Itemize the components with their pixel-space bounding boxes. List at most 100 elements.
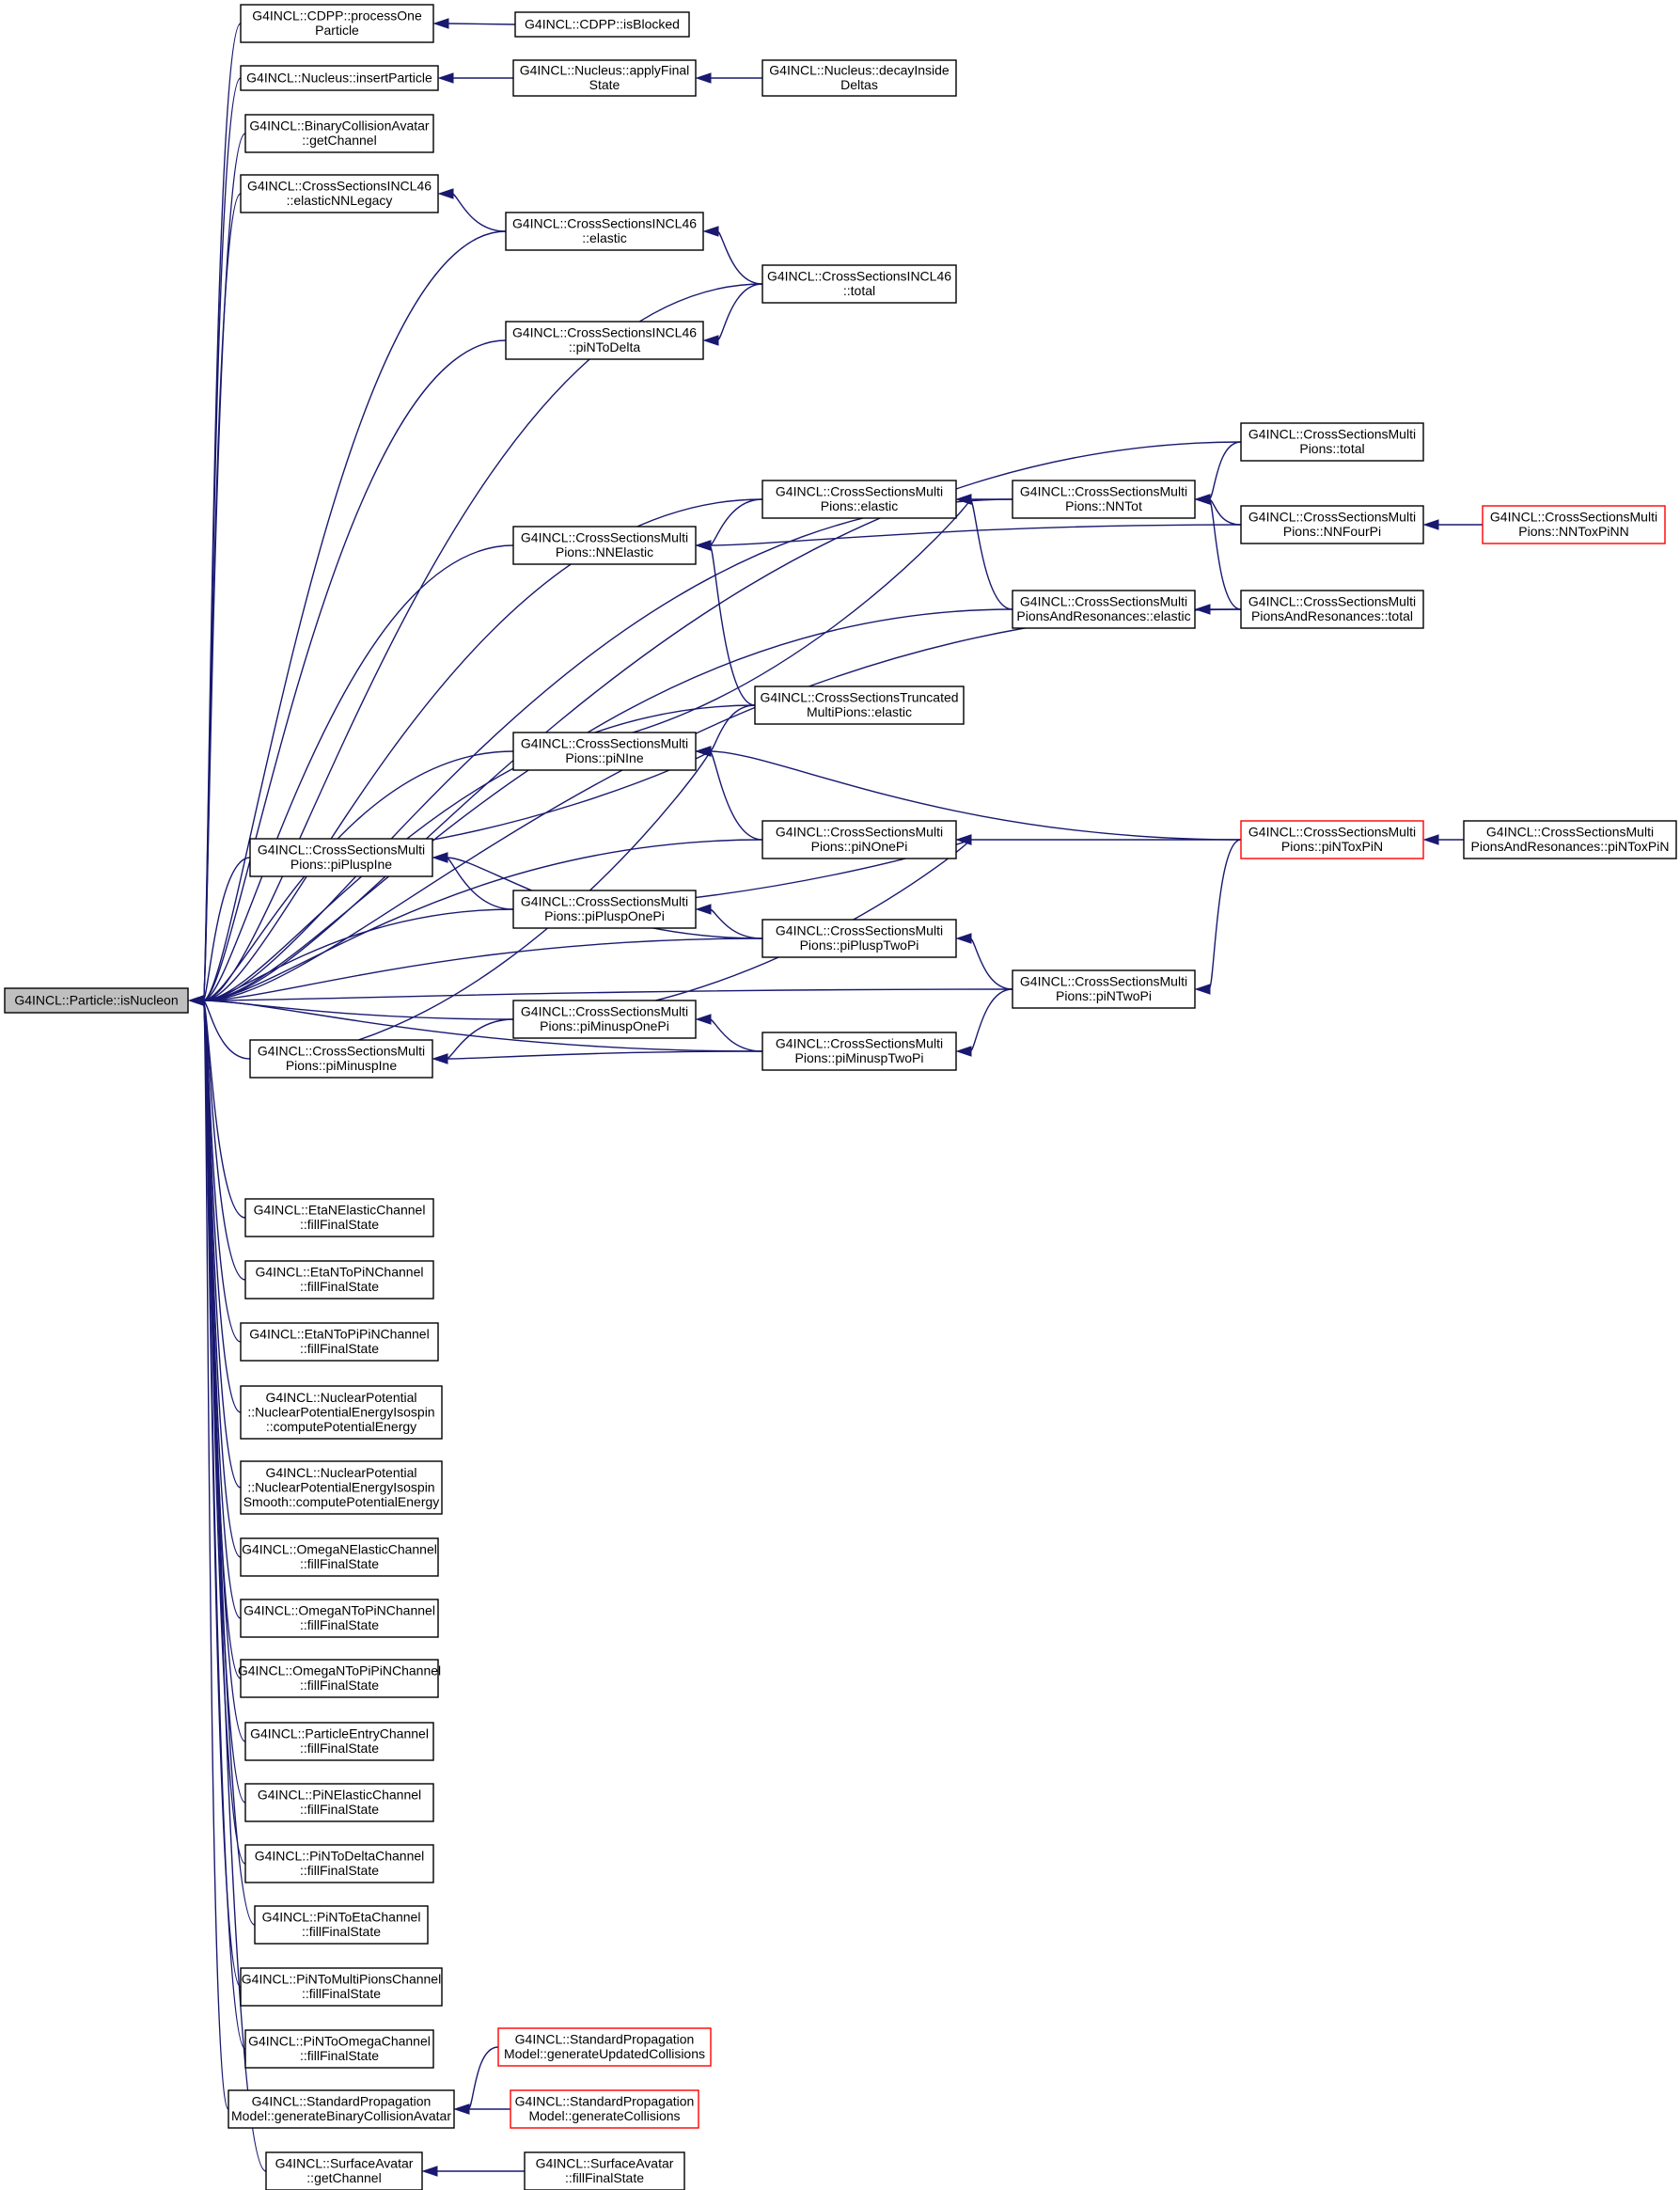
- edge-line: [709, 750, 1242, 841]
- node-label: State: [589, 77, 620, 92]
- node-mp-pipluspone[interactable]: G4INCL::CrossSectionsMultiPions::piPlusp…: [512, 890, 697, 929]
- edge-mp_piminuspine-to-root: [188, 995, 251, 1060]
- node-sa-fillfinal[interactable]: G4INCL::SurfaceAvatar::fillFinalState: [524, 2151, 685, 2190]
- node-label: Pions::piPluspIne: [290, 857, 392, 872]
- arrow-head-icon: [955, 834, 972, 845]
- node-label: PionsAndResonances::total: [1251, 608, 1413, 623]
- node-incl46-total[interactable]: G4INCL::CrossSectionsINCL46::total: [761, 264, 957, 304]
- node-cdpp-blocked[interactable]: G4INCL::CDPP::isBlocked: [514, 11, 690, 38]
- arrow-head-icon: [702, 335, 719, 346]
- node-mp-nntoxpinn[interactable]: G4INCL::CrossSectionsMultiPions::NNToxPi…: [1482, 505, 1666, 544]
- node-mp-piplusptwo[interactable]: G4INCL::CrossSectionsMultiPions::piPlusp…: [761, 919, 957, 958]
- edge-line: [202, 1000, 229, 2110]
- node-np-isosmooth[interactable]: G4INCL::NuclearPotential::NuclearPotenti…: [240, 1460, 443, 1515]
- node-tmp-elastic[interactable]: G4INCL::CrossSectionsTruncatedMultiPions…: [754, 685, 965, 725]
- node-pin-toeta[interactable]: G4INCL::PiNToEtaChannel::fillFinalState: [254, 1905, 429, 1945]
- node-np-iso[interactable]: G4INCL::NuclearPotential::NuclearPotenti…: [240, 1385, 443, 1440]
- arrow-head-icon: [421, 2166, 438, 2177]
- node-pin-tomulti[interactable]: G4INCL::PiNToMultiPionsChannel::fillFina…: [240, 1967, 443, 2007]
- node-mp-nnelastic[interactable]: G4INCL::CrossSectionsMultiPions::NNElast…: [512, 526, 697, 565]
- node-label: G4INCL::CrossSectionsMulti: [521, 530, 688, 545]
- node-label: G4INCL::OmegaNToPiNChannel: [243, 1603, 435, 1618]
- node-label: G4INCL::BinaryCollisionAvatar: [249, 118, 429, 134]
- arrow-head-icon: [432, 18, 449, 29]
- node-label: G4INCL::Nucleus::applyFinal: [520, 63, 690, 78]
- node-etan-topipin[interactable]: G4INCL::EtaNToPiPiNChannel::fillFinalSta…: [240, 1322, 439, 1362]
- node-omegan-topipin[interactable]: G4INCL::OmegaNToPiPiNChannel::fillFinalS…: [238, 1659, 441, 1698]
- node-omegan-elastic[interactable]: G4INCL::OmegaNElasticChannel::fillFinalS…: [240, 1537, 439, 1577]
- arrow-head-icon: [453, 2103, 470, 2115]
- arrow-head-icon: [1422, 834, 1439, 845]
- node-mp-piminuspine[interactable]: G4INCL::CrossSectionsMultiPions::piMinus…: [249, 1039, 433, 1079]
- node-pin-toomega[interactable]: G4INCL::PiNToOmegaChannel::fillFinalStat…: [244, 2029, 434, 2069]
- node-label: ::NuclearPotentialEnergyIsospin: [247, 1479, 434, 1494]
- edge-line: [202, 193, 242, 1001]
- node-label: MultiPions::elastic: [807, 704, 912, 719]
- node-mpr-total[interactable]: G4INCL::CrossSectionsMultiPionsAndResona…: [1240, 590, 1424, 629]
- node-box: [1482, 505, 1666, 544]
- node-label: G4INCL::PiNElasticChannel: [258, 1788, 421, 1803]
- node-etan-topin[interactable]: G4INCL::EtaNToPiNChannel::fillFinalState: [244, 1260, 434, 1300]
- node-spm-genbinary[interactable]: G4INCL::StandardPropagationModel::genera…: [228, 2089, 455, 2129]
- node-mp-pipluspine[interactable]: G4INCL::CrossSectionsMultiPions::piPlusp…: [249, 838, 433, 877]
- edge-layer: [188, 18, 1483, 2177]
- edge-mp_pintoxpin-to-mp_pintwopi: [1194, 839, 1242, 995]
- node-mp-nnfourpi[interactable]: G4INCL::CrossSectionsMultiPions::NNFourP…: [1240, 505, 1424, 544]
- edge-line: [202, 908, 514, 1001]
- node-label: G4INCL::PiNToEtaChannel: [262, 1910, 421, 1925]
- edge-mp_total-to-mp_nntot: [1194, 441, 1242, 505]
- node-spm-genupdated[interactable]: G4INCL::StandardPropagationModel::genera…: [497, 2027, 712, 2067]
- node-box: [244, 1783, 434, 1822]
- node-box: [497, 2027, 712, 2067]
- edge-line: [202, 1000, 514, 1020]
- node-incl46-pintodelta[interactable]: G4INCL::CrossSectionsINCL46::piNToDelta: [505, 321, 704, 360]
- node-spm-gencoll[interactable]: G4INCL::StandardPropagationModel::genera…: [510, 2089, 699, 2129]
- node-nuc-insert[interactable]: G4INCL::Nucleus::insertParticle: [240, 65, 439, 91]
- node-box: [510, 2089, 699, 2129]
- node-omegan-topin[interactable]: G4INCL::OmegaNToPiNChannel::fillFinalSta…: [240, 1599, 439, 1638]
- node-pentry[interactable]: G4INCL::ParticleEntryChannel::fillFinalS…: [244, 1722, 434, 1761]
- node-mp-piminuspone[interactable]: G4INCL::CrossSectionsMultiPions::piMinus…: [512, 1000, 697, 1039]
- edge-line: [1208, 839, 1242, 990]
- arrow-head-icon: [695, 72, 712, 84]
- node-mp-pinonepi[interactable]: G4INCL::CrossSectionsMultiPions::piNOneP…: [761, 820, 957, 859]
- node-box: [240, 4, 434, 43]
- node-mp-piminusptwo[interactable]: G4INCL::CrossSectionsMultiPions::piMinus…: [761, 1032, 957, 1071]
- node-label: Pions::piMinuspIne: [286, 1058, 398, 1073]
- node-mp-pintwopi[interactable]: G4INCL::CrossSectionsMultiPions::piNTwoP…: [1012, 969, 1196, 1009]
- node-incl46-elastic[interactable]: G4INCL::CrossSectionsINCL46::elastic: [505, 212, 704, 251]
- node-box: [761, 1032, 957, 1071]
- node-label: G4INCL::CrossSectionsMulti: [1020, 484, 1187, 499]
- node-box: [240, 65, 439, 91]
- node-etan-elastic[interactable]: G4INCL::EtaNElasticChannel::fillFinalSta…: [244, 1198, 434, 1237]
- node-sa-getchannel[interactable]: G4INCL::SurfaceAvatar::getChannel: [265, 2151, 423, 2190]
- edge-line: [202, 544, 514, 1001]
- edge-mp_nntoxpinn-to-mp_nnfourpi: [1422, 519, 1483, 530]
- node-box: [244, 1722, 434, 1761]
- edge-line: [202, 857, 251, 1001]
- node-pin-elastic[interactable]: G4INCL::PiNElasticChannel::fillFinalStat…: [244, 1783, 434, 1822]
- node-incl46-nnlegacy[interactable]: G4INCL::CrossSectionsINCL46::elasticNNLe…: [240, 174, 439, 213]
- node-bca-getchannel[interactable]: G4INCL::BinaryCollisionAvatar::getChanne…: [244, 114, 434, 153]
- edge-line: [716, 230, 763, 285]
- node-mpr-pintoxpin[interactable]: G4INCL::CrossSectionsMultiPionsAndResona…: [1463, 820, 1677, 859]
- node-box: [1463, 820, 1677, 859]
- node-label: G4INCL::CrossSectionsMulti: [1020, 974, 1187, 989]
- node-root[interactable]: G4INCL::Particle::isNucleon: [4, 987, 189, 1014]
- edge-line: [202, 839, 763, 1001]
- node-label: ::fillFinalState: [300, 1678, 379, 1693]
- node-label: Pions::piMinuspTwoPi: [795, 1050, 924, 1065]
- node-label: ::elastic: [582, 230, 626, 245]
- node-mpr-elastic[interactable]: G4INCL::CrossSectionsMultiPionsAndResona…: [1012, 590, 1196, 629]
- node-mp-pintoxpin[interactable]: G4INCL::CrossSectionsMultiPions::piNToxP…: [1240, 820, 1424, 859]
- node-label: G4INCL::CrossSectionsMulti: [521, 1004, 688, 1019]
- node-pin-todelta[interactable]: G4INCL::PiNToDeltaChannel::fillFinalStat…: [244, 1844, 434, 1883]
- node-label: ::fillFinalState: [300, 1741, 379, 1756]
